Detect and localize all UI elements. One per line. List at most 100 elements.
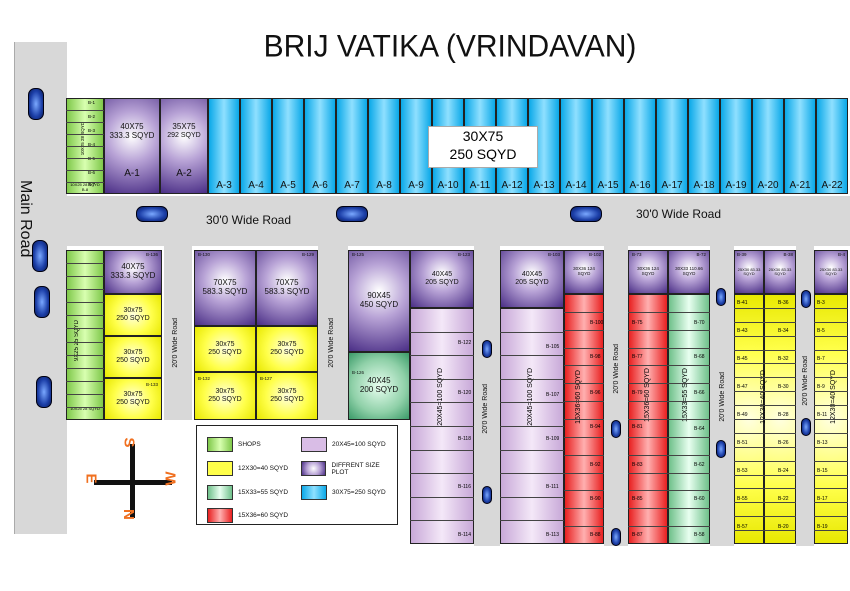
- plot-a-1[interactable]: 40X75 333.3 SQYD A-1: [104, 98, 160, 194]
- plot-a-18[interactable]: A-18: [688, 98, 720, 194]
- plot-dimension: 30X36 124 SQYD: [637, 266, 659, 276]
- plot-a-20[interactable]: A-20: [752, 98, 784, 194]
- road-label: 20'0 Wide Road: [719, 372, 726, 422]
- plot-a-2[interactable]: 35X75 292 SQYD A-2: [160, 98, 208, 194]
- plot-a-14[interactable]: A-14: [560, 98, 592, 194]
- plot-divider: [66, 302, 104, 304]
- road-label: 20'0 Wide Road: [328, 318, 335, 368]
- plot-number: B-118: [458, 436, 471, 442]
- plot-b-126[interactable]: B-126 40X45 200 SQYD: [348, 352, 410, 420]
- plot-divider: [814, 363, 848, 365]
- plot-area: 250 SQYD: [270, 349, 304, 356]
- plot-divider: [814, 391, 848, 393]
- plot-b-130[interactable]: B-130 70X75 583.3 SQYD: [194, 250, 256, 326]
- plot-a-7[interactable]: A-7: [336, 98, 368, 194]
- plot-b-72[interactable]: B-72 30X33 110.66 SQYD: [668, 250, 710, 294]
- plot-divider: [668, 472, 710, 474]
- shops-block[interactable]: [66, 250, 104, 420]
- plot-a-19[interactable]: A-19: [720, 98, 752, 194]
- plot-number: B-51: [737, 440, 748, 446]
- plot-number: A-7: [344, 180, 360, 191]
- plot-divider: [410, 331, 474, 333]
- plot-number: A-11: [469, 180, 491, 191]
- plot-b-38[interactable]: B-38 25X30 83.33 SQYD: [764, 250, 796, 294]
- plot-b-39[interactable]: B-39 25X30 83.33 SQYD: [734, 250, 764, 294]
- road-label: 30'0 Wide Road: [206, 213, 292, 227]
- plot-a-5[interactable]: A-5: [272, 98, 304, 194]
- plot-a-8[interactable]: A-8: [368, 98, 400, 194]
- plot-divider: [500, 426, 564, 427]
- plot-number: B-26: [778, 440, 789, 446]
- plot-dimension: 30X36 124 SQYD: [573, 266, 595, 276]
- plot-divider: [734, 307, 796, 309]
- plot-dimension: 40X75: [120, 121, 144, 131]
- plot-dimension: 25X30 83.33 SQYD: [737, 266, 761, 276]
- plot-b-136[interactable]: B-136 40X75 333.3 SQYD: [104, 250, 162, 294]
- plot-number: B-88: [590, 532, 601, 538]
- plot-number: B-113: [546, 532, 559, 538]
- car-icon: [611, 420, 621, 438]
- plot-number: B-5: [817, 328, 825, 334]
- blue-plot-size-note: 30X75 250 SQYD: [428, 126, 538, 168]
- plot-number: B-24: [778, 468, 789, 474]
- plot-divider: [500, 496, 564, 498]
- plot-divider: [814, 530, 848, 532]
- plot-number: B-102: [588, 252, 601, 257]
- plot-number: B-127: [260, 376, 273, 381]
- plot-number: B-68: [694, 354, 705, 360]
- plot-divider: [564, 365, 604, 367]
- plot-divider: [814, 432, 848, 434]
- plot-dimension: 40X45: [431, 271, 453, 279]
- plot-a-17[interactable]: A-17: [656, 98, 688, 194]
- plot-dimension: 70X75: [275, 278, 299, 288]
- plot-b-73[interactable]: B-73 30X36 124 SQYD: [628, 250, 668, 294]
- plot-divider: [410, 473, 474, 475]
- plot-divider: [628, 383, 668, 385]
- plot-b-129[interactable]: B-129 70X75 583.3 SQYD: [256, 250, 318, 326]
- plot-a-22[interactable]: A-22: [816, 98, 848, 194]
- plot-number: B-123: [457, 252, 470, 257]
- plot-number: B-98: [590, 354, 601, 360]
- plot-number: A-19: [725, 180, 747, 191]
- plot-number: B-75: [632, 320, 643, 326]
- plot-number: B-20: [778, 524, 789, 530]
- plot-divider: [668, 311, 710, 313]
- plot-dimension: 30x75: [277, 388, 297, 396]
- plot-divider: [734, 405, 796, 407]
- plot-a-15[interactable]: A-15: [592, 98, 624, 194]
- plot-divider: [734, 419, 796, 420]
- plot-number: B-41: [737, 300, 748, 306]
- plot-b-4[interactable]: B-4 25X30 83.33 SQYD: [814, 250, 848, 294]
- plot-divider: [628, 436, 668, 438]
- plot-a-21[interactable]: A-21: [784, 98, 816, 194]
- plot-a-16[interactable]: A-16: [624, 98, 656, 194]
- plot-divider: [734, 502, 796, 504]
- plot-area: 250 SQYD: [116, 315, 150, 322]
- plot-b-102[interactable]: B-102 30X36 124 SQYD: [564, 250, 604, 294]
- plot-a-4[interactable]: A-4: [240, 98, 272, 194]
- plot-a-3[interactable]: A-3: [208, 98, 240, 194]
- plot-number: B-116: [458, 484, 471, 490]
- plot-divider: [66, 380, 104, 382]
- plot-number: A-20: [757, 180, 779, 191]
- plot-dimension: 40X45: [521, 271, 543, 279]
- plot-divider: [500, 378, 564, 380]
- legend-item: 30X75=250 SQYD: [301, 485, 386, 500]
- plot-dimension: 30x75: [123, 349, 143, 357]
- plot-a-9[interactable]: A-9: [400, 98, 432, 194]
- plot-number: A-8: [376, 180, 392, 191]
- plot-number: B-129: [301, 252, 314, 257]
- plot-number: B-4: [88, 142, 96, 147]
- plot-divider: [668, 419, 710, 420]
- plot-b-125[interactable]: B-125 90X45 450 SQYD: [348, 250, 410, 352]
- plot-a-6[interactable]: A-6: [304, 98, 336, 194]
